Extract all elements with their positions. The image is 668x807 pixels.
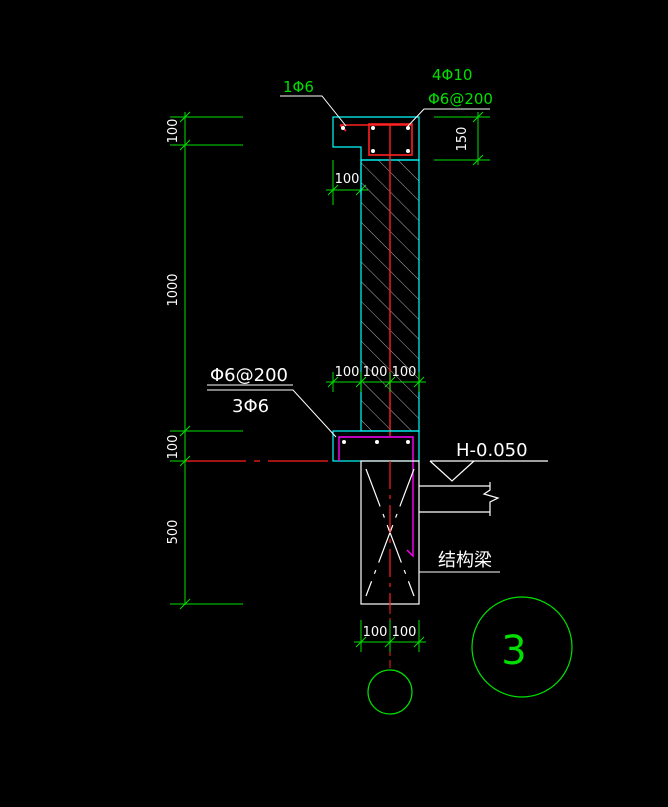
slab-right [419, 482, 500, 516]
note-bottom-main: 3Φ6 [232, 396, 269, 417]
lower-band-outline [332, 430, 420, 462]
bottom-width-dimension [354, 620, 426, 652]
top-left-leader [280, 95, 347, 127]
detail-number: 3 [501, 628, 526, 674]
note-top-right-stirrup: Φ6@200 [428, 90, 493, 108]
lower-band-rebar [338, 436, 414, 558]
top-right-leader [407, 108, 490, 127]
dim-mid-width-3: 100 [392, 365, 417, 380]
dim-mid-width-2: 100 [363, 365, 388, 380]
dim-bottom-width-2: 100 [392, 625, 417, 640]
mid-width-dimension [326, 372, 426, 392]
detail-number-circle [471, 596, 573, 698]
bottom-leader [207, 384, 337, 438]
dim-cap-height: 150 [455, 127, 470, 152]
top-cap-rebar [339, 123, 413, 156]
note-top-right-main: 4Φ10 [432, 66, 472, 84]
dim-left-bottom: 500 [166, 520, 181, 545]
cap-height-dimension [434, 111, 490, 166]
dim-bottom-width-1: 100 [363, 625, 388, 640]
note-bottom-stirrup: Φ6@200 [210, 365, 288, 386]
note-top-left: 1Φ6 [283, 78, 314, 96]
elevation-label: H-0.050 [456, 440, 528, 461]
grid-axis-bubble [367, 669, 413, 715]
dim-left-wall: 1000 [166, 273, 181, 306]
structural-beam-label: 结构梁 [438, 550, 492, 571]
elevation-marker [429, 460, 548, 482]
dim-left-top: 100 [166, 119, 181, 144]
dim-left-mid: 100 [166, 435, 181, 460]
dim-mid-width-1: 100 [335, 365, 360, 380]
dim-cap-offset: 100 [335, 172, 360, 187]
